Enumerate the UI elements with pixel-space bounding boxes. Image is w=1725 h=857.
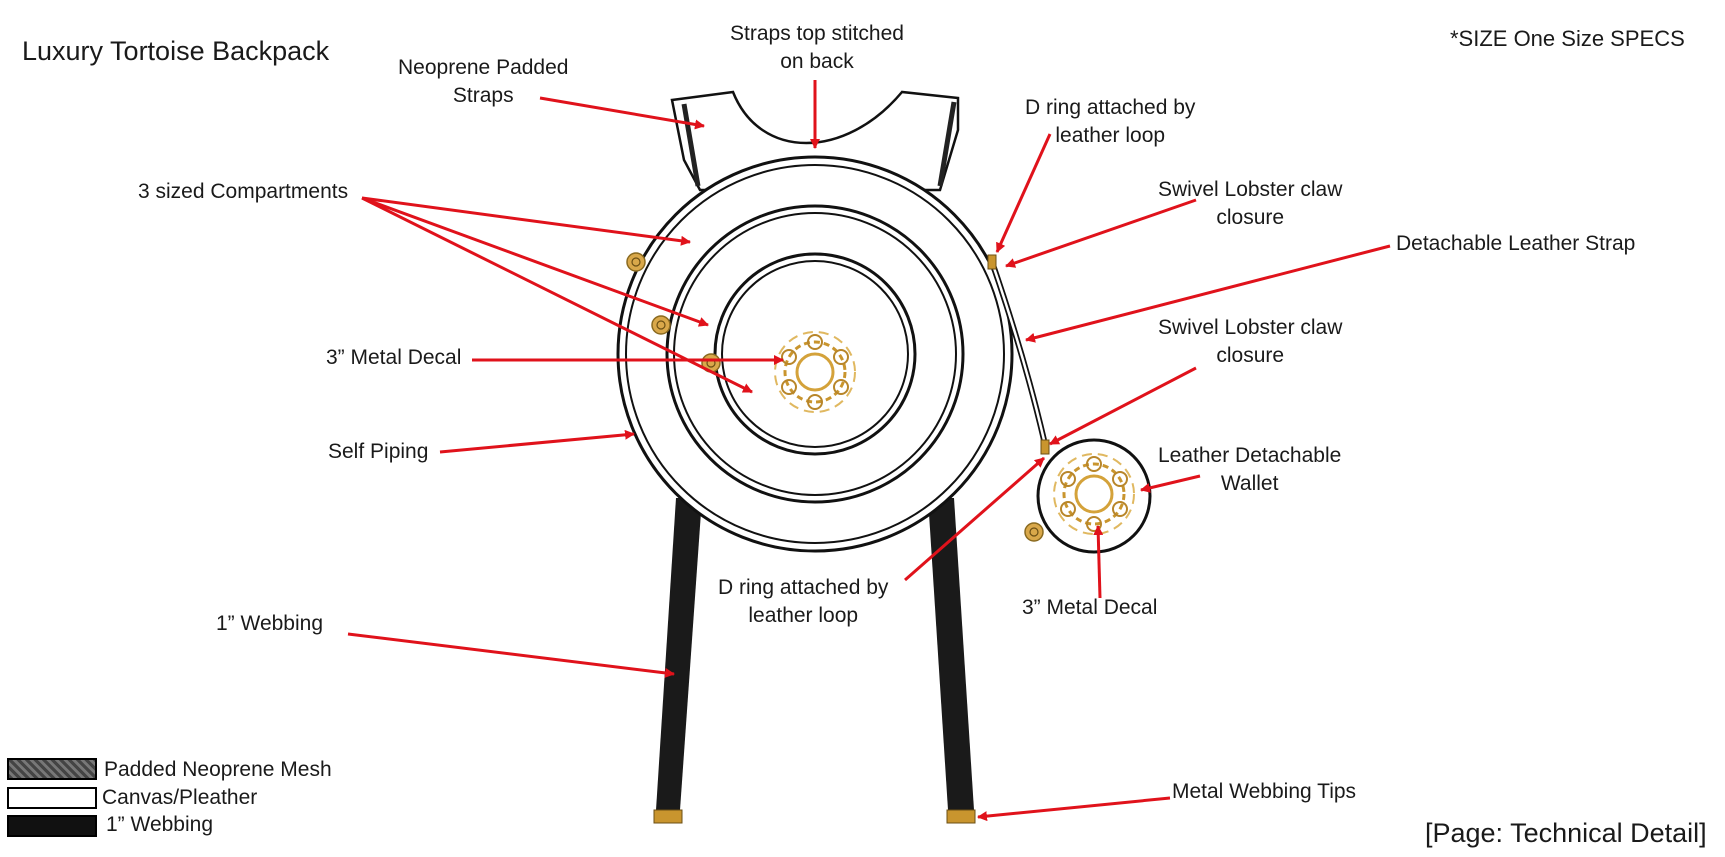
label-neoprene-straps: Neoprene Padded Straps <box>398 56 569 107</box>
label-metal-decal-wallet: 3” Metal Decal <box>1022 596 1158 619</box>
label-swivel-bottom: Swivel Lobster claw closure <box>1158 316 1343 367</box>
label-d-ring-bottom: D ring attached by leather loop <box>718 576 889 627</box>
webbing-straps <box>653 498 976 824</box>
metal-webbing-tip-right <box>946 809 976 824</box>
neoprene-strap-panel <box>670 90 960 192</box>
legend-swatch-mesh <box>7 758 97 780</box>
label-metal-decal-main: 3” Metal Decal <box>326 346 462 369</box>
callout-arrows <box>347 80 1391 822</box>
zipper-pull-2 <box>651 315 671 335</box>
label-detachable-strap: Detachable Leather Strap <box>1396 232 1636 255</box>
backpack-body <box>616 155 1014 553</box>
d-ring-bottom <box>1040 439 1050 455</box>
legend-label-canvas: Canvas/Pleather <box>102 786 258 809</box>
leather-wallet <box>1036 438 1152 554</box>
label-webbing-tips: Metal Webbing Tips <box>1172 780 1357 803</box>
label-swivel-top: Swivel Lobster claw closure <box>1158 178 1343 229</box>
legend-label-mesh: Padded Neoprene Mesh <box>104 758 332 781</box>
label-d-ring-top: D ring attached by leather loop <box>1025 96 1196 147</box>
label-compartments: 3 sized Compartments <box>138 180 349 203</box>
legend-label-webbing: 1” Webbing <box>106 813 214 836</box>
page-title: Luxury Tortoise Backpack <box>22 36 330 66</box>
label-straps-top: Straps top stitched on back <box>730 22 904 73</box>
page-label: [Page: Technical Detail] <box>1425 818 1707 848</box>
size-spec: *SIZE One Size SPECS <box>1450 26 1685 51</box>
label-leather-wallet: Leather Detachable Wallet <box>1158 444 1342 495</box>
zipper-pull-1 <box>626 252 646 272</box>
label-webbing: 1” Webbing <box>216 612 324 635</box>
legend-swatch-webbing <box>7 815 97 837</box>
metal-webbing-tip-left <box>653 809 683 824</box>
d-ring-top <box>987 254 997 270</box>
label-self-piping: Self Piping <box>328 440 429 463</box>
wallet-charm <box>1024 522 1044 542</box>
legend-swatch-canvas <box>7 787 97 809</box>
